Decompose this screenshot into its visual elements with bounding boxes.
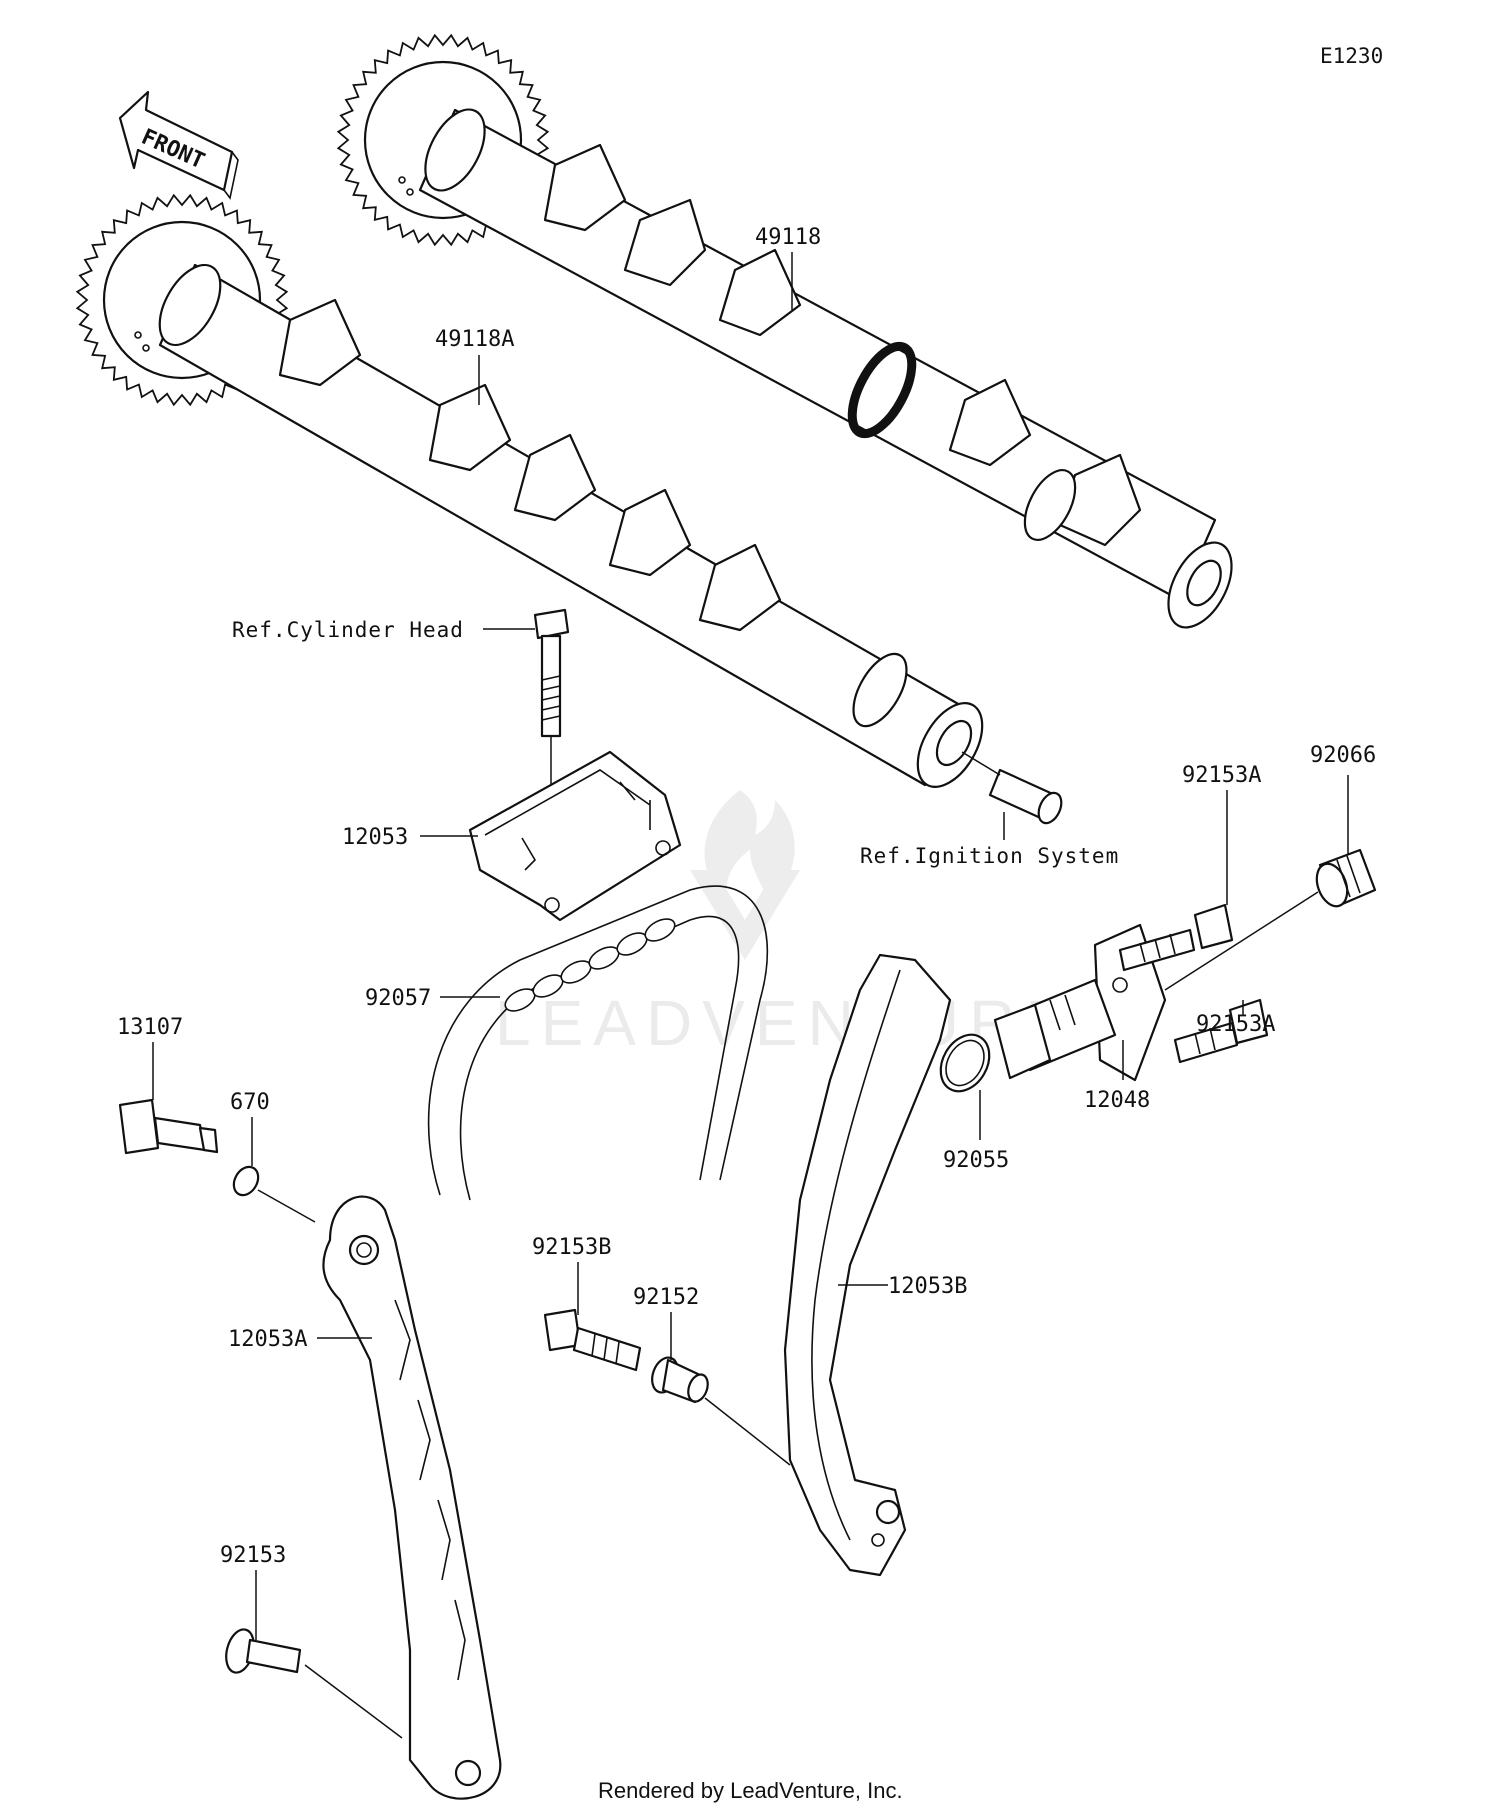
label-92066: 92066 — [1310, 743, 1376, 768]
front-arrow-icon: FRONT — [118, 90, 239, 200]
label-12053A: 12053A — [228, 1327, 307, 1352]
label-92057: 92057 — [365, 986, 431, 1011]
label-12048: 12048 — [1084, 1088, 1150, 1113]
label-92152: 92152 — [633, 1285, 699, 1310]
label-92153B: 92153B — [532, 1235, 611, 1260]
camshaft-49118A[interactable] — [75, 193, 995, 798]
label-ref-ignition-system: Ref.Ignition System — [860, 844, 1119, 868]
cam-chain-92057[interactable] — [427, 885, 769, 1201]
label-12053: 12053 — [342, 825, 408, 850]
bolt-92153B[interactable] — [543, 1308, 642, 1372]
tensioner-12048[interactable] — [993, 923, 1167, 1082]
chain-link — [644, 918, 676, 942]
chain-guide-12053B[interactable] — [783, 953, 952, 1577]
label-92153A-top: 92153A — [1182, 763, 1261, 788]
label-92055: 92055 — [943, 1148, 1009, 1173]
bolt-92153A-top[interactable] — [1118, 903, 1234, 972]
label-49118: 49118 — [755, 225, 821, 250]
leader-lines — [152, 252, 1349, 1640]
label-92153: 92153 — [220, 1543, 286, 1568]
collar-92152[interactable] — [648, 1354, 791, 1466]
label-670: 670 — [230, 1090, 270, 1115]
watermark-text: LEADVENTURE — [495, 987, 1078, 1059]
chain-guide-12053[interactable] — [468, 750, 682, 922]
bolt-92153[interactable] — [222, 1626, 403, 1739]
label-ref-cylinder-head: Ref.Cylinder Head — [232, 618, 464, 642]
bolt-13107[interactable] — [118, 1098, 219, 1155]
diagram-code: E1230 — [1320, 44, 1383, 68]
label-49118A: 49118A — [435, 327, 514, 352]
o-ring-670[interactable] — [229, 1163, 316, 1223]
chain-guide-12053A[interactable] — [322, 1195, 502, 1800]
label-13107: 13107 — [117, 1015, 183, 1040]
label-12053B: 12053B — [888, 1274, 967, 1299]
o-ring-92055[interactable] — [931, 1026, 999, 1100]
footer-credit: Rendered by LeadVenture, Inc. — [598, 1778, 903, 1803]
ignition-rotor-piece — [961, 751, 1063, 825]
camshaft-49118[interactable] — [336, 33, 1244, 638]
plug-92066[interactable] — [1164, 848, 1377, 991]
label-92153A-bottom: 92153A — [1196, 1012, 1275, 1037]
bolt-92153A-bottom[interactable] — [1173, 998, 1269, 1064]
